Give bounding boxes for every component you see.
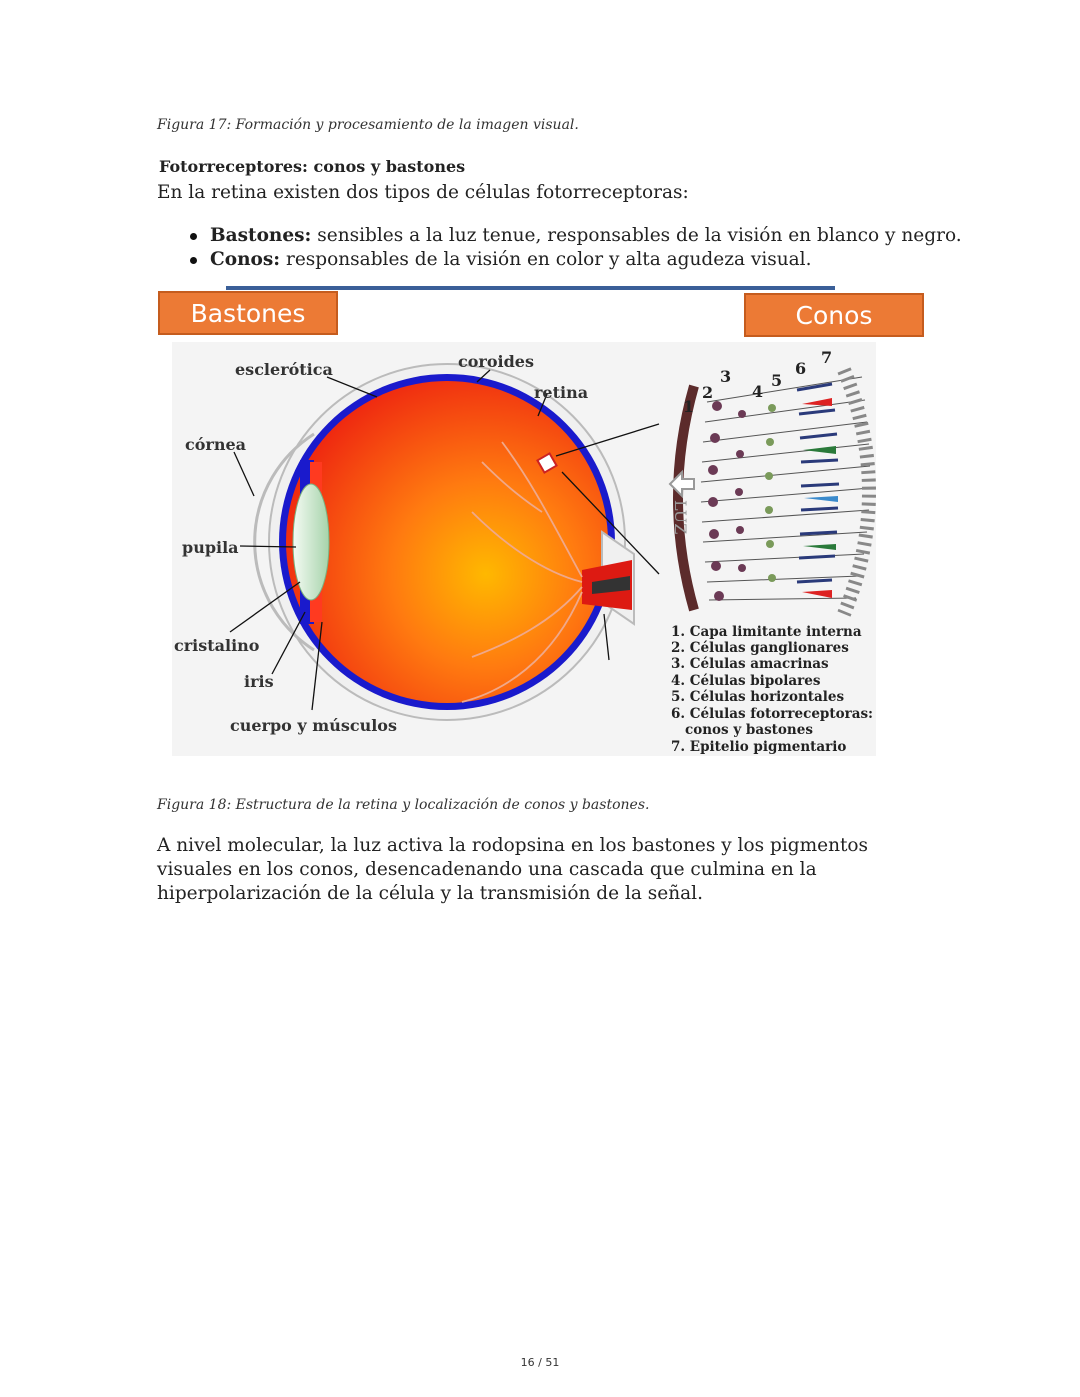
legend-item: 4. Células bipolares	[671, 673, 821, 689]
legend-item: 5. Células horizontales	[671, 689, 844, 705]
label-iris: iris	[244, 672, 274, 691]
page-number: 16 / 51	[520, 1356, 560, 1369]
layer-number-1: 1	[683, 397, 694, 416]
layer-number-6: 6	[795, 359, 806, 378]
label-esclerotica: esclerótica	[235, 360, 333, 379]
closing-paragraph: A nivel molecular, la luz activa la rodo…	[157, 835, 869, 904]
figure-17-caption: Figura 17: Formación y procesamiento de …	[157, 117, 579, 133]
layer-number-3: 3	[720, 367, 731, 386]
label-coroides: coroides	[458, 352, 534, 371]
figure-18-caption: Figura 18: Estructura de la retina y loc…	[157, 797, 650, 813]
legend-item: 2. Células ganglionares	[671, 640, 849, 656]
list-item: Conos: responsables de la visión en colo…	[186, 248, 962, 272]
layer-number-4: 4	[752, 382, 763, 401]
retina-detail-marker	[536, 452, 558, 474]
figure-top-rule	[226, 286, 835, 290]
eye-retina-diagram: esclerótica coroides retina córnea pupil…	[172, 342, 876, 756]
label-cuerpo-musculos: cuerpo y músculos	[230, 716, 397, 735]
section-heading: Fotorreceptores: conos y bastones	[159, 157, 466, 176]
legend-item: conos y bastones	[685, 722, 813, 738]
photoreceptor-list: Bastones: sensibles a la luz tenue, resp…	[186, 224, 962, 272]
list-item-term: Conos:	[210, 249, 281, 270]
legend-item: 6. Células fotorreceptoras:	[671, 706, 873, 722]
leader-lines	[229, 369, 660, 711]
layer-number-2: 2	[702, 383, 713, 402]
layer-number-7: 7	[821, 348, 832, 367]
list-item: Bastones: sensibles a la luz tenue, resp…	[186, 224, 962, 248]
layer-number-5: 5	[771, 371, 782, 390]
optic-nerve	[582, 530, 635, 626]
list-item-text: responsables de la visión en color y alt…	[280, 249, 812, 270]
list-item-text: sensibles a la luz tenue, responsables d…	[311, 225, 962, 246]
light-direction-arrow	[668, 469, 695, 499]
label-retina: retina	[534, 383, 588, 402]
banner-bastones: Bastones	[158, 291, 338, 335]
legend-item: 1. Capa limitante interna	[671, 624, 862, 640]
banner-conos: Conos	[744, 293, 924, 337]
intro-paragraph: En la retina existen dos tipos de célula…	[157, 182, 689, 203]
list-item-term: Bastones:	[210, 225, 312, 246]
blood-vessels	[461, 441, 583, 703]
label-cristalino: cristalino	[174, 636, 260, 655]
legend-item: 7. Epitelio pigmentario	[671, 739, 846, 755]
label-luz: LUZ	[671, 500, 690, 534]
figure-18: Bastones Conos	[155, 286, 927, 758]
label-pupila: pupila	[182, 538, 239, 557]
legend-item: 3. Células amacrinas	[671, 656, 829, 672]
eye-globe	[253, 363, 626, 721]
label-cornea: córnea	[185, 435, 246, 454]
retina-layers-detail	[668, 367, 876, 617]
